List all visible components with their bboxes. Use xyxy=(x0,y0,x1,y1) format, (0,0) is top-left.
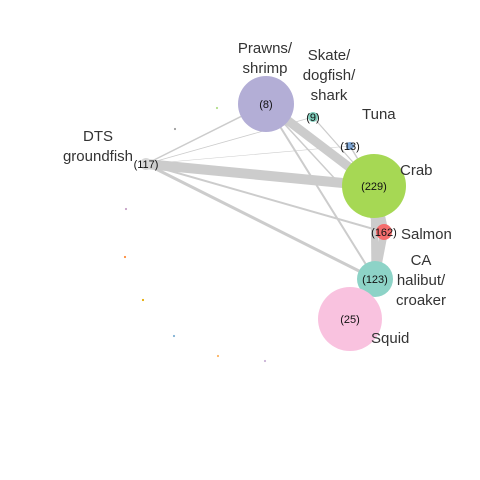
node-label-tuna: Tuna xyxy=(362,106,396,123)
node-salmon[interactable] xyxy=(376,224,392,240)
node-label-dts: DTS xyxy=(83,128,113,145)
node-count-squid: (25) xyxy=(340,314,360,326)
isolated-node xyxy=(172,334,176,338)
node-label-halibut: croaker xyxy=(396,292,446,309)
node-layer xyxy=(140,76,406,351)
node-label-squid: Squid xyxy=(371,330,409,347)
isolated-node xyxy=(141,298,145,302)
node-skate[interactable] xyxy=(308,112,318,122)
edge-prawns-halibut xyxy=(265,103,376,280)
edge-dts-halibut xyxy=(144,162,377,281)
node-count-crab: (229) xyxy=(361,181,387,193)
isolated-node xyxy=(216,354,220,358)
node-label-salmon: Salmon xyxy=(401,226,452,243)
node-label-skate: shark xyxy=(311,87,348,104)
node-dts[interactable] xyxy=(140,158,152,170)
node-label-dts: groundfish xyxy=(63,148,133,165)
node-halibut[interactable] xyxy=(357,261,393,297)
node-prawns[interactable] xyxy=(238,76,294,132)
node-label-halibut: halibut/ xyxy=(397,272,446,289)
node-count-dts: (117) xyxy=(134,159,159,171)
label-layer: (8) Prawns/shrimp (9) Skate/dogfish/shark (1… xyxy=(63,40,452,347)
isolated-node xyxy=(263,359,267,363)
isolated-node-layer xyxy=(123,106,267,363)
isolated-node xyxy=(123,255,127,259)
node-label-skate: Skate/ xyxy=(308,47,351,64)
edge-layer xyxy=(141,99,389,322)
node-label-halibut: CA xyxy=(411,252,432,269)
node-crab[interactable] xyxy=(342,154,406,218)
edge-dts-tuna xyxy=(145,145,351,165)
node-label-prawns: shrimp xyxy=(242,60,287,77)
edge-dts-salmon xyxy=(145,163,385,233)
edge-dts-skate xyxy=(145,116,314,165)
node-label-skate: dogfish/ xyxy=(303,67,356,84)
node-count-prawns: (8) xyxy=(259,99,272,111)
isolated-node xyxy=(124,207,128,211)
node-label-prawns: Prawns/ xyxy=(238,40,293,57)
node-squid[interactable] xyxy=(318,287,382,351)
node-count-halibut: (123) xyxy=(362,274,388,286)
node-count-tuna: (13) xyxy=(340,141,360,153)
node-tuna[interactable] xyxy=(346,142,354,150)
isolated-node xyxy=(215,106,219,110)
node-count-salmon: (162) xyxy=(371,227,397,239)
edge-dts-crab xyxy=(141,159,379,191)
isolated-node xyxy=(173,127,177,131)
node-label-crab: Crab xyxy=(400,162,433,179)
node-count-skate: (9) xyxy=(306,112,319,124)
